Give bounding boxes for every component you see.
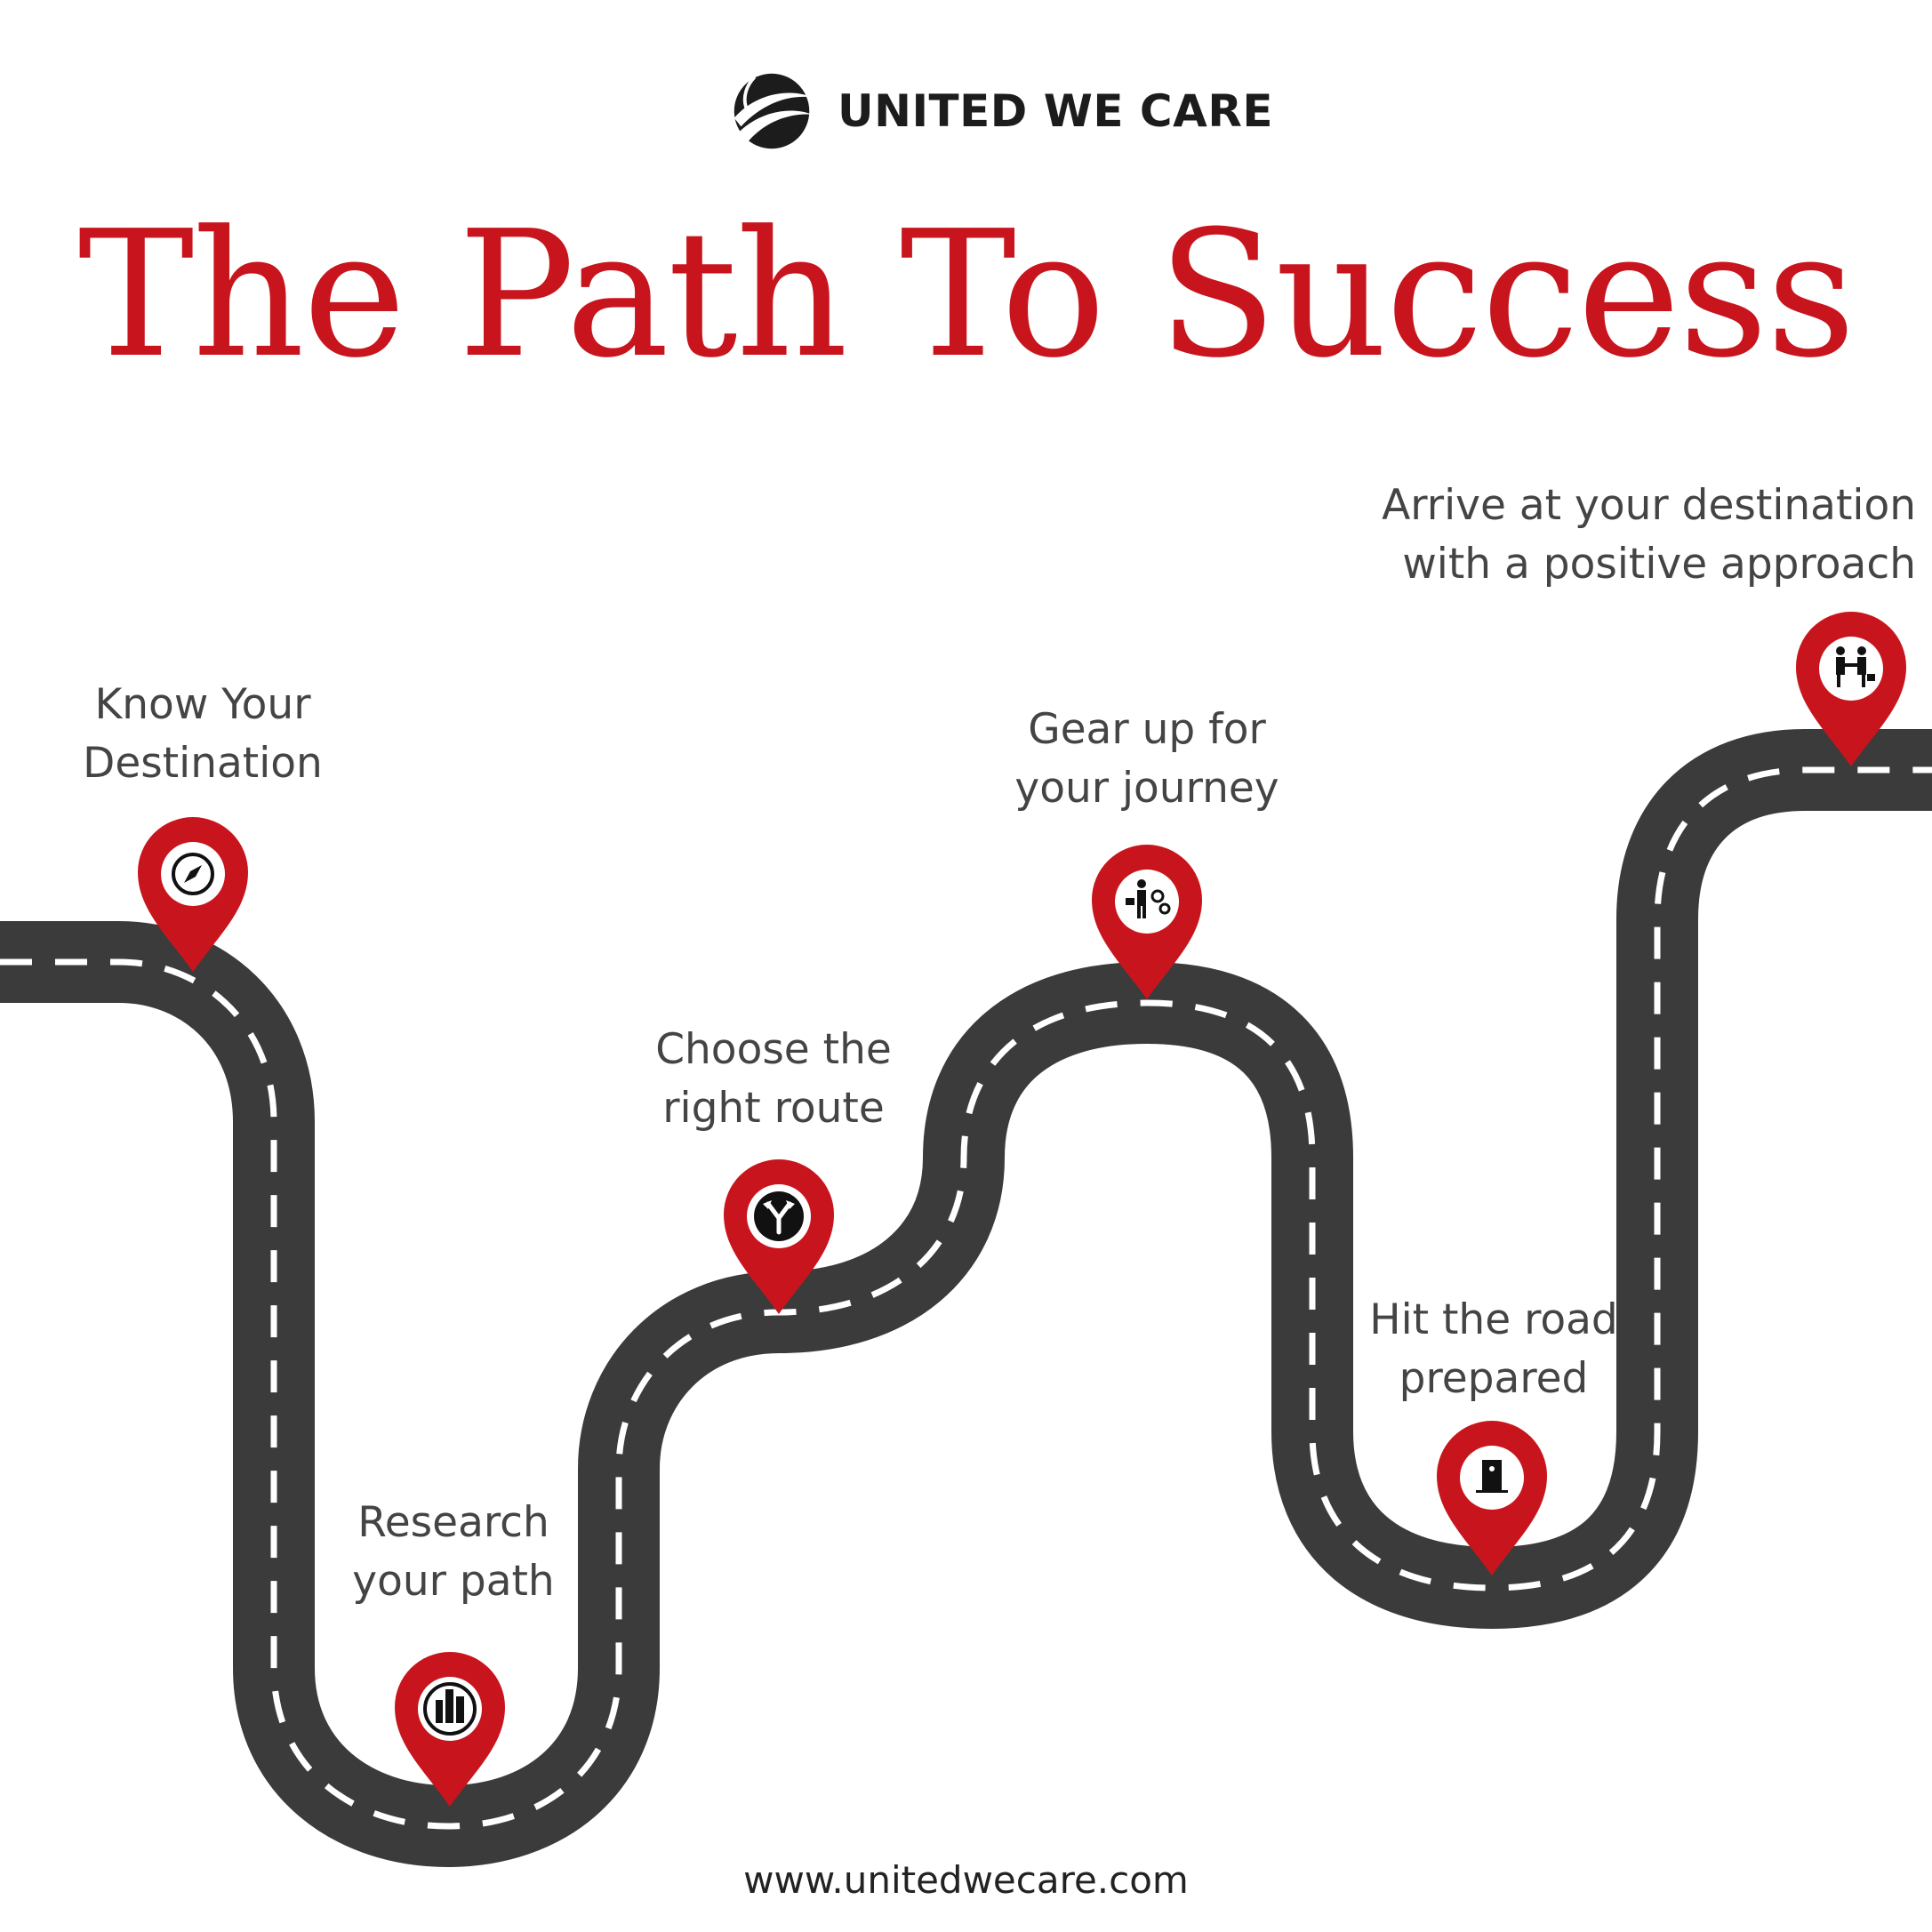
fork-road-icon	[754, 1191, 804, 1241]
brand-header: UNITED WE CARE	[729, 62, 1273, 160]
swoosh-globe-icon	[734, 73, 814, 149]
map-pin-6	[1796, 612, 1906, 766]
map-pin-4	[1092, 845, 1202, 999]
step-label-6: Arrive at your destination with a positi…	[1382, 481, 1916, 589]
compass-icon	[172, 853, 214, 895]
map-pin-3	[724, 1159, 834, 1314]
step-label-1: Know Your Destination	[83, 680, 323, 788]
brand-name: UNITED WE CARE	[838, 85, 1273, 137]
door-icon	[1476, 1460, 1508, 1493]
step-label-3: Choose the right route	[655, 1025, 892, 1133]
map-pin-5	[1437, 1421, 1547, 1575]
step-label-2: Research your path	[352, 1498, 555, 1606]
page-title: The Path To Success	[77, 194, 1856, 397]
map-pin-1	[138, 817, 248, 972]
worker-gear-icon	[1126, 879, 1171, 918]
map-pin-2	[395, 1652, 505, 1807]
footer-url[interactable]: www.unitedwecare.com	[743, 1858, 1189, 1902]
step-label-5: Hit the road prepared	[1369, 1295, 1618, 1403]
step-label-4: Gear up for your journey	[1014, 705, 1279, 813]
buildings-icon	[423, 1682, 477, 1736]
handshake-icon	[1836, 646, 1875, 687]
